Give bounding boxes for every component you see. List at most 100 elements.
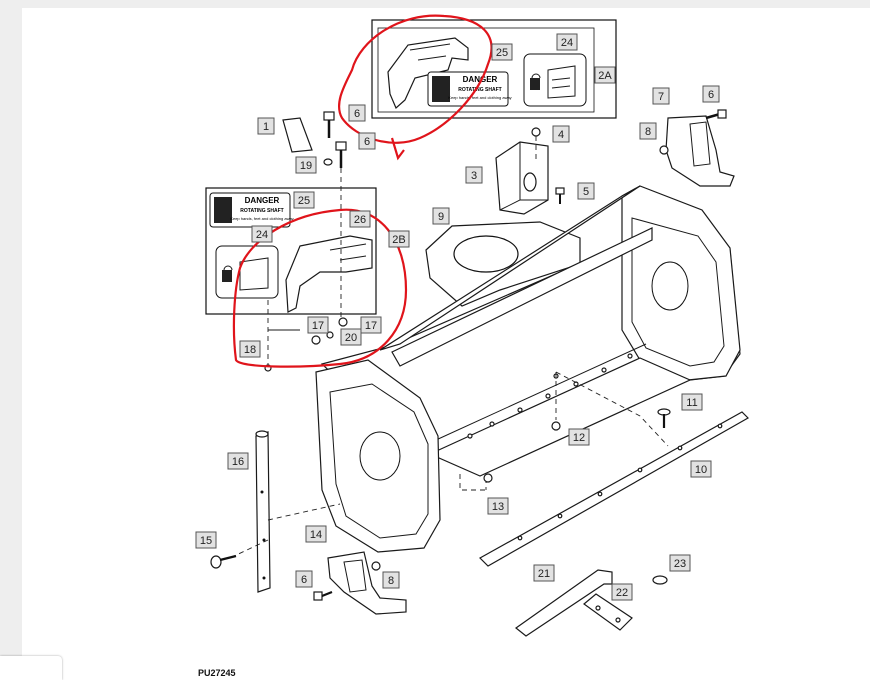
callout-22: 22 — [611, 583, 633, 601]
skid-shoe-left-plate — [343, 559, 367, 593]
nut-12 — [551, 421, 561, 431]
svg-text:14: 14 — [310, 529, 322, 541]
bracket-3-slot — [523, 172, 537, 192]
callout-4: 4 — [552, 125, 570, 143]
callout-5: 5 — [577, 182, 595, 200]
svg-text:4: 4 — [558, 129, 564, 141]
figure-code: PU27245 — [198, 668, 236, 678]
callout-9: 9 — [432, 207, 450, 225]
right-bearing-hole — [651, 261, 689, 311]
nut-8-right — [659, 145, 669, 155]
right-side-plate-inner — [631, 217, 725, 367]
washer-23 — [652, 575, 668, 585]
bolt-6-left — [313, 590, 333, 601]
callout-6: 6 — [702, 85, 720, 103]
inset-2b-frame — [205, 187, 377, 315]
red-arrow-top — [390, 137, 405, 161]
svg-text:2B: 2B — [392, 234, 405, 246]
decal-text-left: Keep hands, feet and clothing away — [230, 216, 293, 221]
callout-11: 11 — [681, 393, 703, 411]
svg-text:11: 11 — [686, 397, 697, 409]
trough-line — [435, 343, 647, 441]
callout-10: 10 — [690, 460, 712, 478]
decal-subtitle-left: ROTATING SHAFT — [240, 208, 283, 214]
svg-text:25: 25 — [298, 195, 310, 207]
upper-beam-face — [391, 227, 653, 367]
svg-text:8: 8 — [645, 126, 651, 138]
nut-13 — [483, 473, 493, 483]
nut-4 — [531, 127, 541, 137]
plate-22-hole-b — [615, 617, 621, 623]
callout-2a: 2A — [594, 66, 616, 84]
svg-text:25: 25 — [496, 47, 508, 59]
decal-bracket-top-detail — [409, 43, 451, 61]
carriage-bolt-11 — [657, 408, 671, 428]
callout-7: 7 — [652, 87, 670, 105]
svg-text:8: 8 — [388, 575, 394, 587]
scraper-holes — [517, 423, 723, 541]
svg-text:19: 19 — [300, 160, 312, 172]
svg-text:17: 17 — [312, 320, 324, 332]
svg-text:23: 23 — [674, 558, 686, 570]
decal-subtitle-top: ROTATING SHAFT — [458, 87, 501, 93]
shaft-hole-1 — [260, 490, 264, 494]
housing-trough — [428, 357, 692, 477]
svg-text:13: 13 — [492, 501, 504, 513]
decal-title-left: DANGER — [245, 196, 280, 205]
callout-23: 23 — [669, 554, 691, 572]
shaft-hole-2 — [262, 538, 266, 542]
lock-decal-top — [523, 53, 587, 107]
callout-2b: 2B — [388, 230, 410, 248]
callout-17: 17 — [307, 316, 329, 334]
nut-17-left — [311, 335, 321, 345]
callout-25: 25 — [293, 191, 315, 209]
left-side-plate-inner — [329, 383, 429, 539]
top-beam — [379, 185, 641, 351]
support-bracket-3 — [495, 141, 549, 215]
danger-decal-left: DANGER ROTATING SHAFT Keep hands, feet a… — [209, 192, 294, 228]
callout-13: 13 — [487, 497, 509, 515]
svg-text:5: 5 — [583, 186, 589, 198]
callout-8: 8 — [639, 122, 657, 140]
callout-17: 17 — [360, 316, 382, 334]
inset-2a-frame — [371, 19, 617, 119]
bolt-5 — [555, 187, 565, 204]
decal-title-top: DANGER — [463, 75, 498, 84]
auger-housing — [315, 185, 741, 553]
svg-text:6: 6 — [708, 89, 714, 101]
inset-2a-inner-frame — [377, 27, 595, 113]
callout-20: 20 — [340, 328, 362, 346]
svg-text:12: 12 — [573, 432, 585, 444]
callout-25: 25 — [491, 43, 513, 61]
svg-text:24: 24 — [256, 229, 268, 241]
svg-text:6: 6 — [354, 108, 360, 120]
svg-text:22: 22 — [616, 587, 628, 599]
callout-12: 12 — [568, 428, 590, 446]
red-circle-left — [232, 208, 408, 368]
support-bracket-3-edges — [499, 142, 548, 211]
svg-text:6: 6 — [301, 574, 307, 586]
callout-3: 3 — [465, 166, 483, 184]
callout-8: 8 — [382, 571, 400, 589]
callout-18: 18 — [239, 340, 261, 358]
svg-text:15: 15 — [200, 535, 212, 547]
callout-14: 14 — [305, 525, 327, 543]
chute-opening — [453, 235, 519, 273]
scraper-bar — [479, 411, 749, 567]
trough-holes — [467, 353, 633, 439]
skid-shoe-right — [665, 115, 735, 187]
nut-8-left — [371, 561, 381, 571]
svg-text:20: 20 — [345, 332, 357, 344]
callout-21: 21 — [533, 564, 555, 582]
svg-text:16: 16 — [232, 456, 244, 468]
shaft-rod-end — [255, 430, 269, 438]
corner-badge[interactable] — [0, 656, 62, 680]
decal-text-top: Keep hands, feet and clothing away — [448, 95, 511, 100]
svg-text:26: 26 — [354, 214, 366, 226]
decal-bracket-left — [285, 235, 373, 313]
decal-bracket-left-detail — [329, 243, 367, 261]
callout-6: 6 — [295, 570, 313, 588]
skid-shoe-left — [327, 551, 407, 615]
shaft-hole-3 — [262, 576, 266, 580]
